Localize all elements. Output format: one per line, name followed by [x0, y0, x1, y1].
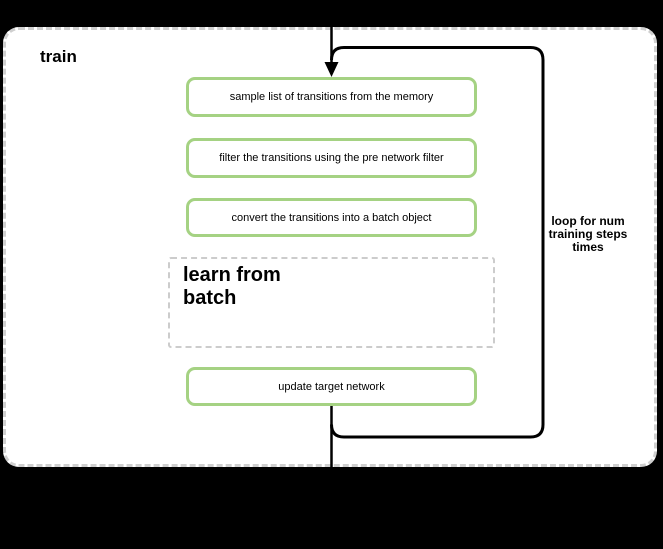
group-label-line: learn from [183, 264, 281, 286]
step-filter-transitions: filter the transitions using the pre net… [186, 138, 477, 178]
loop-label-line: training steps [548, 227, 628, 241]
loop-label-line: loop for num [551, 214, 625, 228]
step-update-target-network: update target network [186, 367, 477, 406]
learn-from-batch-group: learn from batch [168, 257, 495, 348]
step-convert-to-batch: convert the transitions into a batch obj… [186, 198, 477, 237]
container-title: train [40, 47, 77, 66]
group-label-line: batch [183, 287, 237, 309]
loop-label: loop for num training steps times [543, 215, 633, 254]
step-sample-transitions: sample list of transitions from the memo… [186, 77, 477, 117]
loop-label-line: times [572, 240, 604, 254]
